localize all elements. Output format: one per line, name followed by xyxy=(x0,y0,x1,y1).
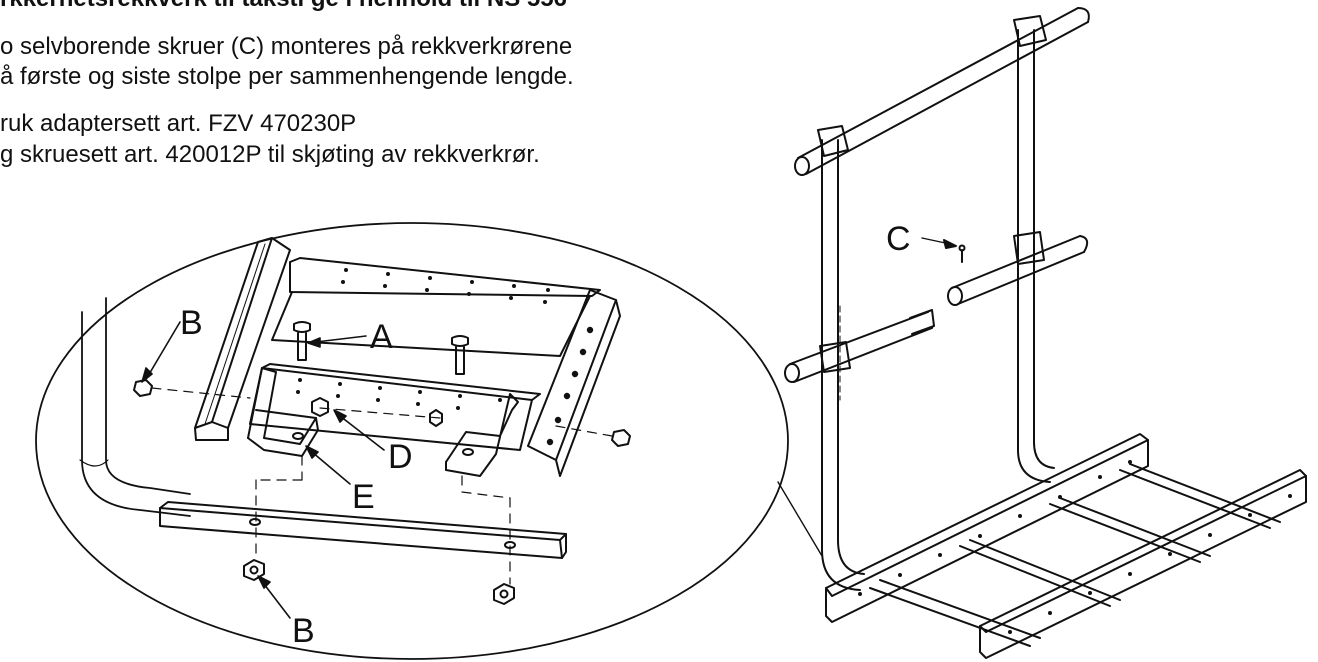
label-leaders xyxy=(141,321,385,619)
cable-ladder-top-rung xyxy=(271,257,601,357)
page-title: rkkerhetsrekkverk til taksti ge i henhol… xyxy=(0,0,567,13)
bolt-icon xyxy=(293,321,469,375)
instruction-line-4: g skruesett art. 420012P til skjøting av… xyxy=(0,141,540,168)
cable-ladder-right-rail xyxy=(527,289,621,477)
railing-upright-left xyxy=(821,139,865,591)
cable-ladder-icon xyxy=(825,433,1307,659)
detail-leader-line xyxy=(777,481,823,557)
label-arrow xyxy=(943,239,957,249)
label-c: C xyxy=(886,220,911,258)
instruction-line-3: ruk adaptersett art. FZV 470230P xyxy=(0,110,357,137)
bracket-icon xyxy=(247,367,519,477)
instruction-line-1: o selvborende skruer (C) monteres på rek… xyxy=(0,33,573,60)
railing-tube-icon xyxy=(784,309,935,383)
label-b-bottom: B xyxy=(292,612,315,650)
instruction-line-2: å første og siste stolpe per sammenhenge… xyxy=(0,63,574,90)
detail-view xyxy=(35,222,823,660)
railing-assembly xyxy=(784,7,1307,659)
self-drilling-screw-icon xyxy=(958,244,966,263)
lower-rail-bar xyxy=(159,501,567,559)
clamp-icon xyxy=(1013,15,1047,47)
clamp-icon xyxy=(1013,231,1045,265)
railing-tube-icon xyxy=(79,297,191,517)
cable-ladder-left-rail xyxy=(194,237,291,441)
nut-icon xyxy=(133,379,631,605)
railing-tube-icon xyxy=(947,235,1089,306)
label-d: D xyxy=(388,438,413,476)
clamp-icon xyxy=(817,125,849,157)
detail-ellipse xyxy=(35,222,789,660)
railing-upright-right xyxy=(1017,29,1055,483)
label-a: A xyxy=(370,318,393,356)
label-b-top: B xyxy=(180,304,203,342)
label-e: E xyxy=(352,478,375,516)
self-drilling-screw-icon xyxy=(311,397,443,427)
clamp-icon xyxy=(819,341,851,373)
assembly-guide-lines xyxy=(151,387,613,585)
